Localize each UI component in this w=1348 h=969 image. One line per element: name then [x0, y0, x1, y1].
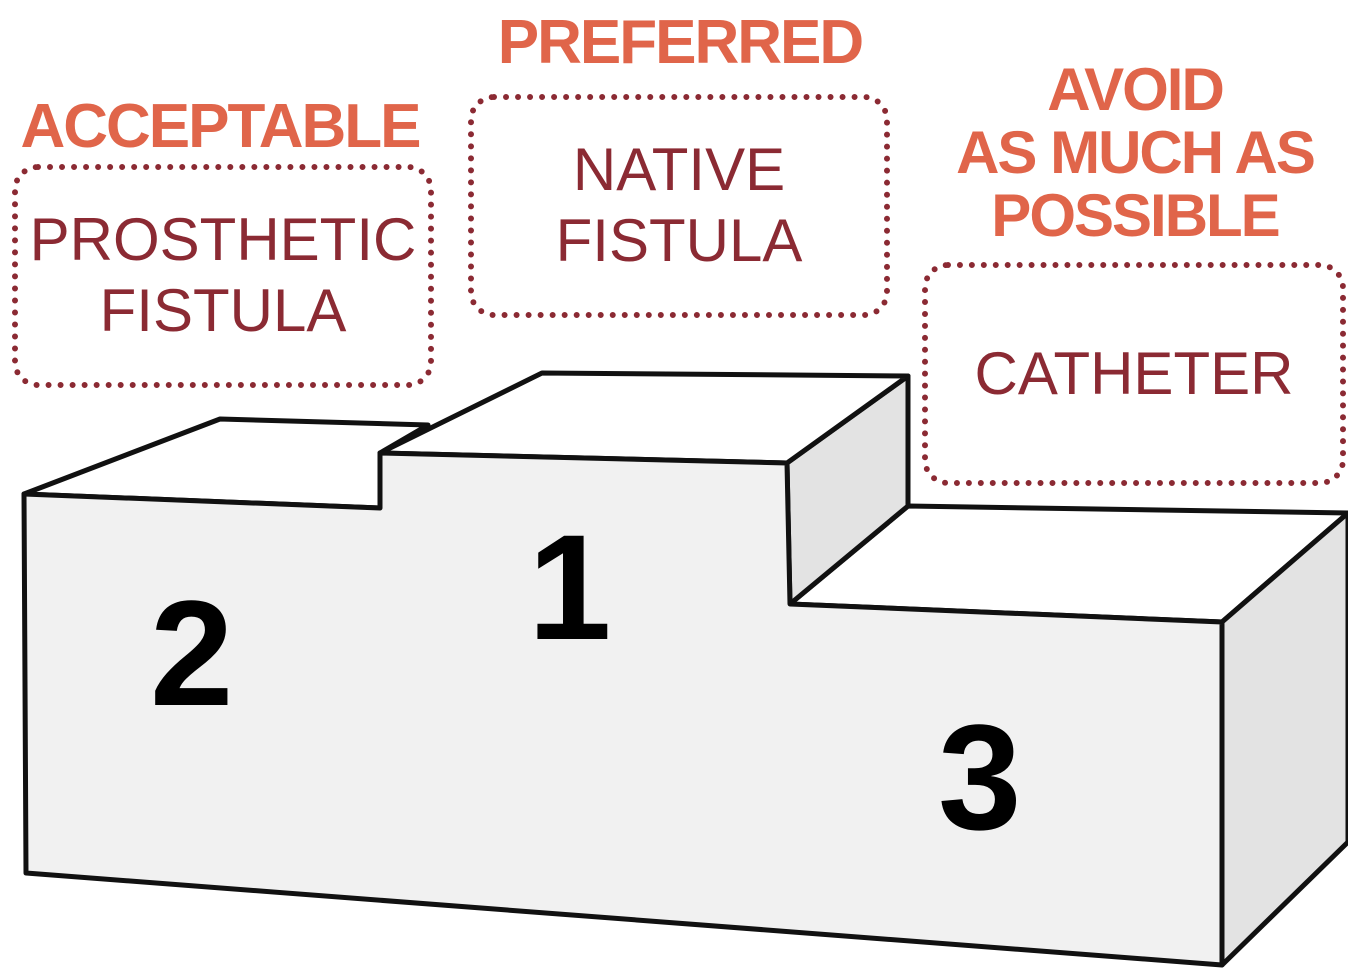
access-label-catheter: CATHETER: [974, 339, 1294, 407]
podium-front: [21, 450, 1225, 968]
access-label-prosthetic-fistula: PROSTHETIC FISTULA: [29, 206, 417, 344]
access-box-catheter: CATHETER: [922, 262, 1346, 486]
status-label-acceptable: ACCEPTABLE: [20, 92, 421, 161]
access-box-prosthetic-fistula: PROSTHETIC FISTULA: [12, 164, 434, 388]
rank-number-3: 3: [938, 693, 1022, 861]
status-label-preferred: PREFERRED: [497, 8, 864, 77]
rank-number-2: 2: [150, 569, 234, 737]
status-label-avoid: AVOID AS MUCH AS POSSIBLE: [956, 56, 1316, 249]
access-label-native-fistula: NATIVE FISTULA: [555, 136, 803, 274]
rank-number-1: 1: [528, 503, 612, 671]
access-box-native-fistula: NATIVE FISTULA: [468, 94, 890, 318]
